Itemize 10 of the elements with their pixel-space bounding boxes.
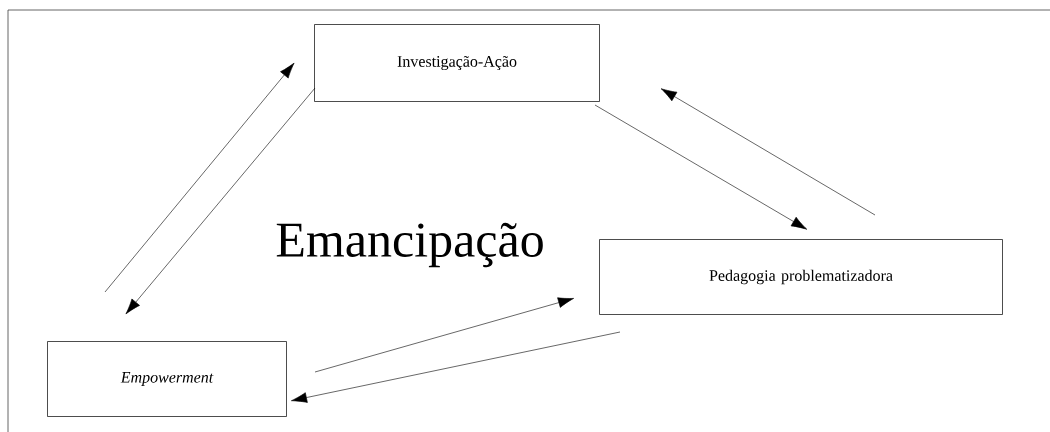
arrow <box>104 62 295 293</box>
heading-text: Emancipação <box>276 222 543 268</box>
arrow <box>291 331 621 403</box>
arrow <box>660 88 876 216</box>
arrow <box>314 297 574 373</box>
process-box: Pedagogia problematizadora <box>599 239 1003 315</box>
process-box: Empowerment <box>47 341 287 417</box>
process-box: Investigação-Ação <box>314 24 600 102</box>
arrow <box>125 87 316 315</box>
arrow <box>594 104 808 230</box>
